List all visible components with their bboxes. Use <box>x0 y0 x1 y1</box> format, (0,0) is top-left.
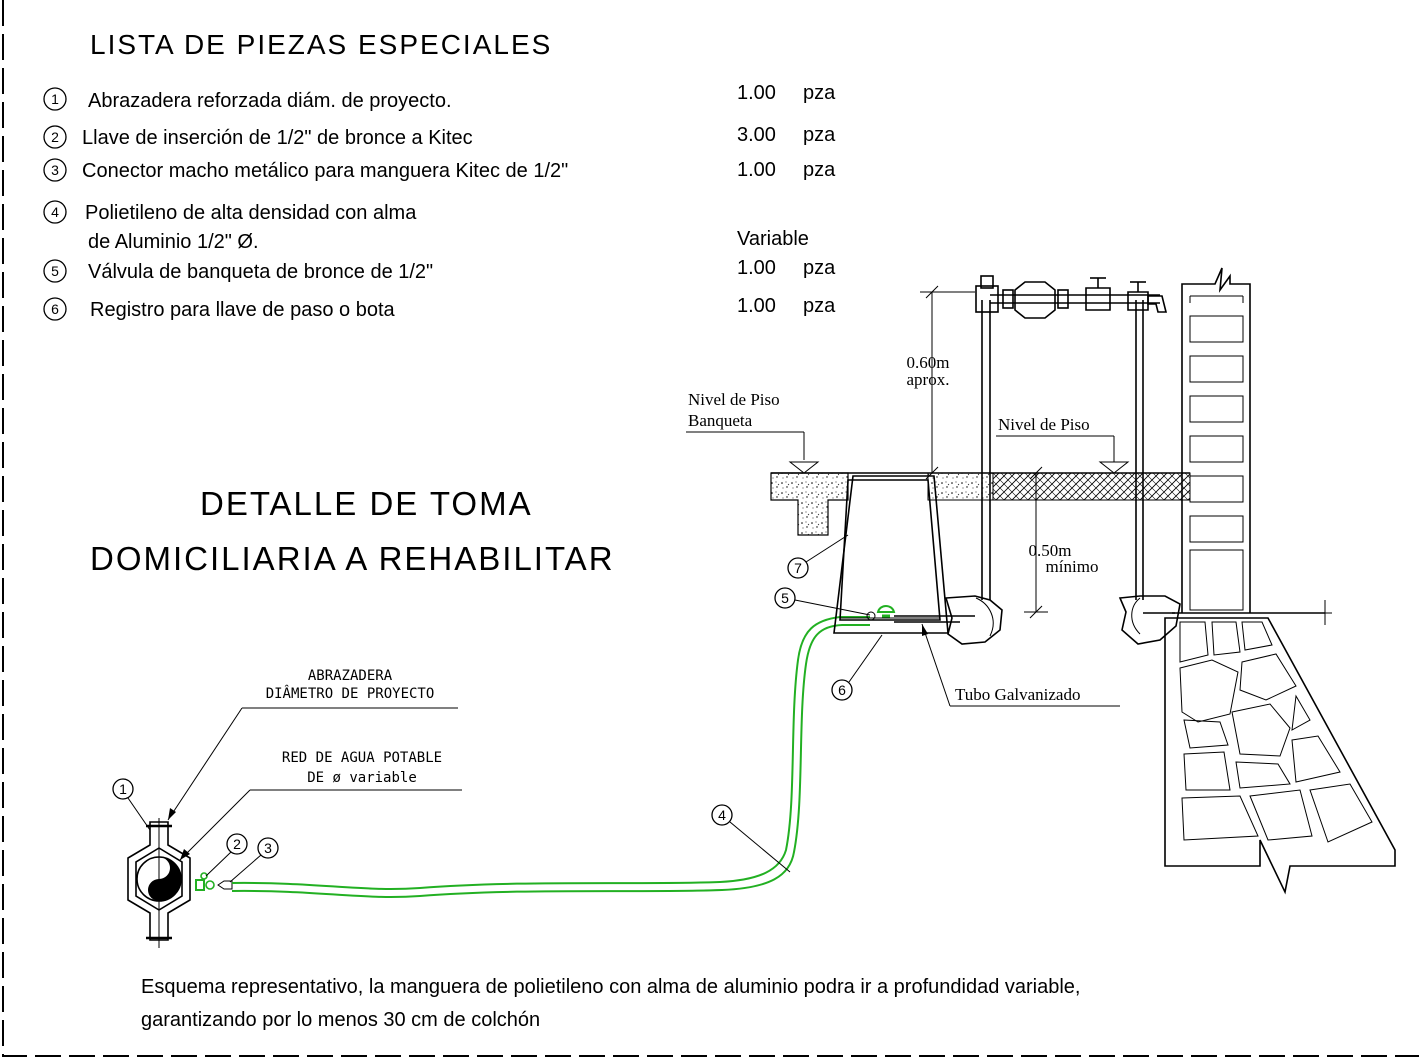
svg-text:5: 5 <box>781 590 789 606</box>
riser-pipes <box>944 300 1181 645</box>
svg-text:1.00: 1.00 <box>737 295 776 317</box>
height-dimension: 0.60m aprox. <box>907 285 975 480</box>
svg-text:Nivel de Piso: Nivel de Piso <box>688 390 780 409</box>
svg-text:3.00: 3.00 <box>737 124 776 146</box>
svg-text:pza: pza <box>803 82 836 104</box>
svg-text:pza: pza <box>803 124 836 146</box>
svg-text:de Aluminio 1/2" Ø.: de Aluminio 1/2" Ø. <box>88 231 259 253</box>
parts-list-title: LISTA DE PIEZAS ESPECIALES <box>90 29 552 60</box>
list-item: 2 Llave de inserción de 1/2" de bronce a… <box>43 124 836 149</box>
svg-text:3: 3 <box>51 162 59 178</box>
svg-text:aprox.: aprox. <box>907 370 950 389</box>
svg-text:Válvula de banqueta de bronce: Válvula de banqueta de bronce de 1/2" <box>88 261 433 283</box>
svg-text:2: 2 <box>233 836 241 852</box>
footnote-line2: garantizando por lo menos 30 cm de colch… <box>141 1009 540 1031</box>
list-item: 5 Válvula de banqueta de bronce de 1/2" … <box>43 257 836 283</box>
svg-text:Polietileno de alta densidad c: Polietileno de alta densidad con alma <box>85 202 417 224</box>
list-item: 6 Registro para llave de paso o bota 1.0… <box>43 295 836 321</box>
svg-text:0.60m: 0.60m <box>907 353 950 372</box>
svg-text:Abrazadera reforzada diám. de: Abrazadera reforzada diám. de proyecto. <box>88 90 452 112</box>
list-item: 4 Polietileno de alta densidad con alma … <box>43 200 809 253</box>
footnote-line1: Esquema representativo, la manguera de p… <box>141 976 1080 998</box>
svg-text:5: 5 <box>51 263 59 279</box>
parts-list: LISTA DE PIEZAS ESPECIALES 1 Abrazadera … <box>43 29 836 321</box>
svg-text:1.00: 1.00 <box>737 82 776 104</box>
svg-text:Variable: Variable <box>737 228 809 250</box>
svg-text:1.00: 1.00 <box>737 159 776 181</box>
svg-text:Nivel de Piso: Nivel de Piso <box>998 415 1090 434</box>
svg-text:pza: pza <box>803 159 836 181</box>
svg-text:1.00: 1.00 <box>737 257 776 279</box>
meter-assembly <box>975 275 1168 319</box>
svg-text:1: 1 <box>51 91 59 107</box>
svg-text:3: 3 <box>264 840 272 856</box>
svg-text:Conector macho metálico para m: Conector macho metálico para manguera Ki… <box>82 160 568 182</box>
svg-text:Llave de inserción de 1/2" de: Llave de inserción de 1/2" de bronce a K… <box>82 127 473 149</box>
svg-text:4: 4 <box>718 807 726 823</box>
svg-text:mínimo: mínimo <box>1046 557 1099 576</box>
brick-wall <box>1181 267 1251 613</box>
svg-text:ABRAZADERA: ABRAZADERA <box>308 668 393 684</box>
sidewalk-level-marker: Nivel de Piso Banqueta <box>686 390 820 474</box>
clamp-labels: ABRAZADERA DIÂMETRO DE PROYECTO RED DE A… <box>112 668 462 883</box>
svg-text:Banqueta: Banqueta <box>688 411 753 430</box>
detail-title-line1: DETALLE DE TOMA <box>200 485 533 522</box>
detail-title-line2: DOMICILIARIA A REHABILITAR <box>90 540 615 577</box>
svg-text:Tubo Galvanizado: Tubo Galvanizado <box>955 685 1080 704</box>
list-item: 3 Conector macho metálico para manguera … <box>43 158 836 182</box>
svg-text:DE ø variable: DE ø variable <box>307 770 417 786</box>
floor-level-marker: Nivel de Piso <box>996 415 1130 474</box>
svg-text:6: 6 <box>51 301 59 317</box>
svg-text:RED DE AGUA POTABLE: RED DE AGUA POTABLE <box>282 750 442 766</box>
svg-text:0.50m: 0.50m <box>1029 541 1072 560</box>
svg-text:pza: pza <box>803 257 836 279</box>
svg-text:Registro para llave de paso o: Registro para llave de paso o bota <box>90 299 396 321</box>
polyethylene-hose: 4 <box>231 616 870 898</box>
stone-foundation <box>1164 617 1396 895</box>
clamp-assembly <box>127 818 233 948</box>
svg-text:7: 7 <box>794 560 802 576</box>
svg-text:pza: pza <box>803 295 836 317</box>
list-item: 1 Abrazadera reforzada diám. de proyecto… <box>43 82 836 112</box>
valve-box: 5 7 6 Tubo Galvanizado <box>774 475 1120 707</box>
svg-text:6: 6 <box>838 682 846 698</box>
depth-dimension: 0.50m mínimo <box>1024 466 1099 619</box>
svg-text:2: 2 <box>51 129 59 145</box>
svg-text:DIÂMETRO DE PROYECTO: DIÂMETRO DE PROYECTO <box>266 684 435 702</box>
svg-text:1: 1 <box>119 781 127 797</box>
svg-text:4: 4 <box>51 204 59 220</box>
